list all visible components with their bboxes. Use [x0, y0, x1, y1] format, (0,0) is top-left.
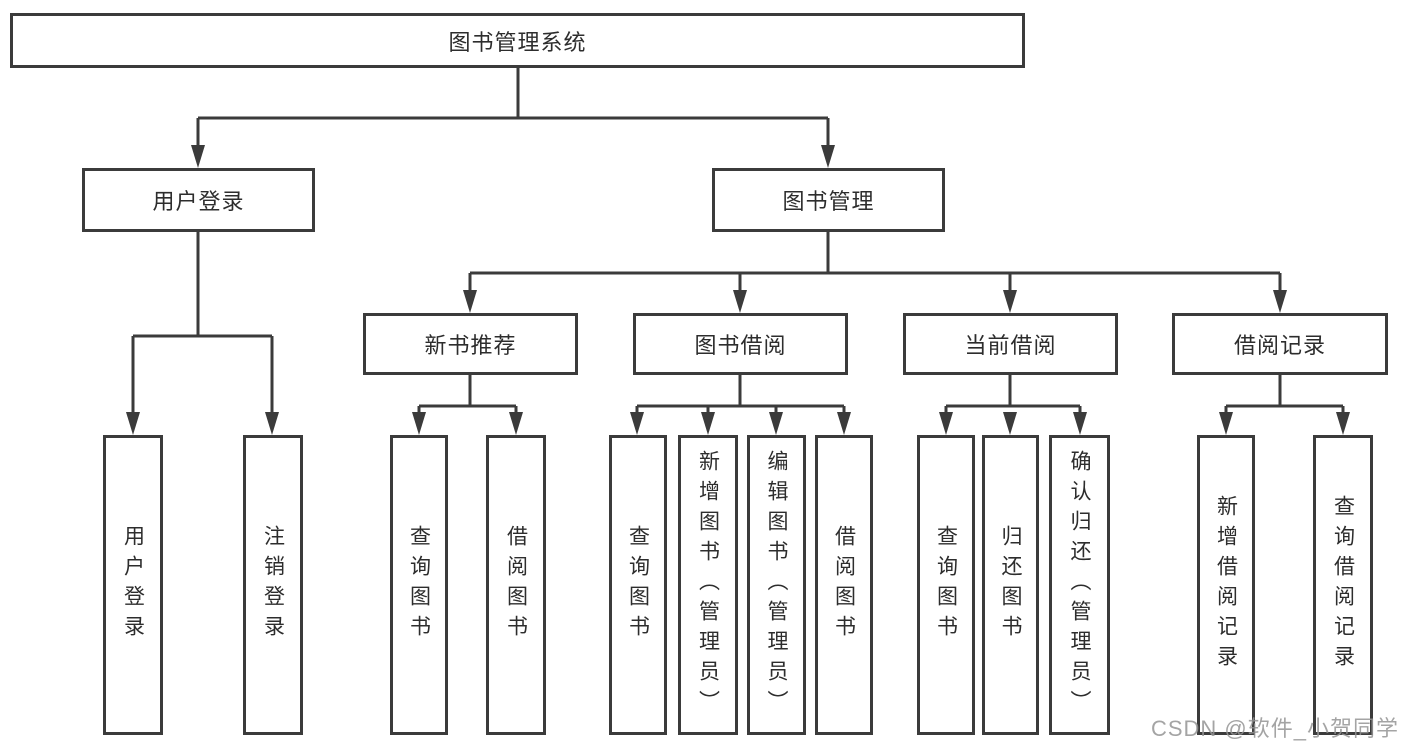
node-label: 查询图书 — [626, 525, 650, 645]
arrowhead-icon — [701, 412, 715, 435]
arrowhead-icon — [126, 412, 140, 435]
node-label: 新增借阅记录 — [1214, 495, 1238, 675]
node-label: 用户登录 — [121, 525, 145, 645]
connector-book-management-children — [463, 232, 1287, 313]
node-label: 借阅记录 — [1233, 333, 1326, 358]
node-label: 归还图书 — [999, 525, 1022, 645]
node-label: 图书管理系统 — [448, 29, 587, 55]
arrowhead-icon — [265, 412, 279, 435]
node-label: 新书推荐 — [424, 333, 517, 358]
node-leaf-borrow-books-1: 借阅图书 — [486, 435, 546, 735]
connector-user-login-children — [126, 232, 279, 435]
node-label: 用户登录 — [152, 189, 245, 214]
connector-borrowing-records-children — [1219, 375, 1350, 435]
node-leaf-query-books-3: 查询图书 — [917, 435, 975, 735]
csdn-watermark: CSDN @软件_小贺同学 — [1150, 716, 1399, 741]
arrowhead-icon — [412, 412, 426, 435]
node-label: 编辑图书（管理员） — [765, 450, 788, 720]
node-leaf-user-login: 用户登录 — [103, 435, 163, 735]
arrowhead-icon — [1336, 412, 1350, 435]
node-new-book-recommendation: 新书推荐 — [363, 313, 578, 375]
node-label: 注销登录 — [261, 525, 285, 645]
arrowhead-icon — [837, 412, 851, 435]
arrowhead-icon — [463, 290, 477, 313]
arrowhead-icon — [939, 412, 953, 435]
node-leaf-confirm-return-admin: 确认归还（管理员） — [1049, 435, 1110, 735]
arrowhead-icon — [1003, 412, 1017, 435]
node-leaf-query-borrow-record: 查询借阅记录 — [1313, 435, 1373, 735]
arrowhead-icon — [733, 290, 747, 313]
node-leaf-add-books-admin: 新增图书（管理员） — [678, 435, 738, 735]
node-label: 当前借阅 — [964, 333, 1057, 358]
node-label: 查询借阅记录 — [1331, 495, 1355, 675]
node-label: 查询图书 — [407, 525, 431, 645]
arrowhead-icon — [630, 412, 644, 435]
arrowhead-icon — [191, 145, 205, 168]
arrowhead-icon — [821, 145, 835, 168]
node-borrowing-records: 借阅记录 — [1172, 313, 1388, 375]
connector-new-book-children — [412, 375, 523, 435]
node-label: 图书借阅 — [694, 333, 787, 358]
node-leaf-borrow-books-2: 借阅图书 — [815, 435, 873, 735]
arrowhead-icon — [1273, 290, 1287, 313]
node-leaf-return-books: 归还图书 — [982, 435, 1039, 735]
node-leaf-query-books-1: 查询图书 — [390, 435, 448, 735]
node-label: 新增图书（管理员） — [696, 450, 720, 720]
node-book-borrowing: 图书借阅 — [633, 313, 848, 375]
node-label: 借阅图书 — [504, 525, 528, 645]
node-leaf-edit-books-admin: 编辑图书（管理员） — [747, 435, 806, 735]
node-library-management-system: 图书管理系统 — [10, 13, 1025, 68]
node-label: 查询图书 — [934, 525, 958, 645]
connector-root-to-level2 — [191, 68, 835, 168]
node-leaf-query-books-2: 查询图书 — [609, 435, 667, 735]
node-book-management: 图书管理 — [712, 168, 945, 232]
arrowhead-icon — [1003, 290, 1017, 313]
node-label: 确认归还（管理员） — [1068, 450, 1091, 720]
node-user-login: 用户登录 — [82, 168, 315, 232]
arrowhead-icon — [1073, 412, 1087, 435]
arrowhead-icon — [769, 412, 783, 435]
node-leaf-logout: 注销登录 — [243, 435, 303, 735]
connector-book-borrowing-children — [630, 375, 851, 435]
node-leaf-add-borrow-record: 新增借阅记录 — [1197, 435, 1255, 735]
node-label: 借阅图书 — [832, 525, 856, 645]
arrowhead-icon — [1219, 412, 1233, 435]
node-current-borrowing: 当前借阅 — [903, 313, 1118, 375]
node-label: 图书管理 — [782, 189, 875, 214]
connector-current-borrowing-children — [939, 375, 1087, 435]
arrowhead-icon — [509, 412, 523, 435]
